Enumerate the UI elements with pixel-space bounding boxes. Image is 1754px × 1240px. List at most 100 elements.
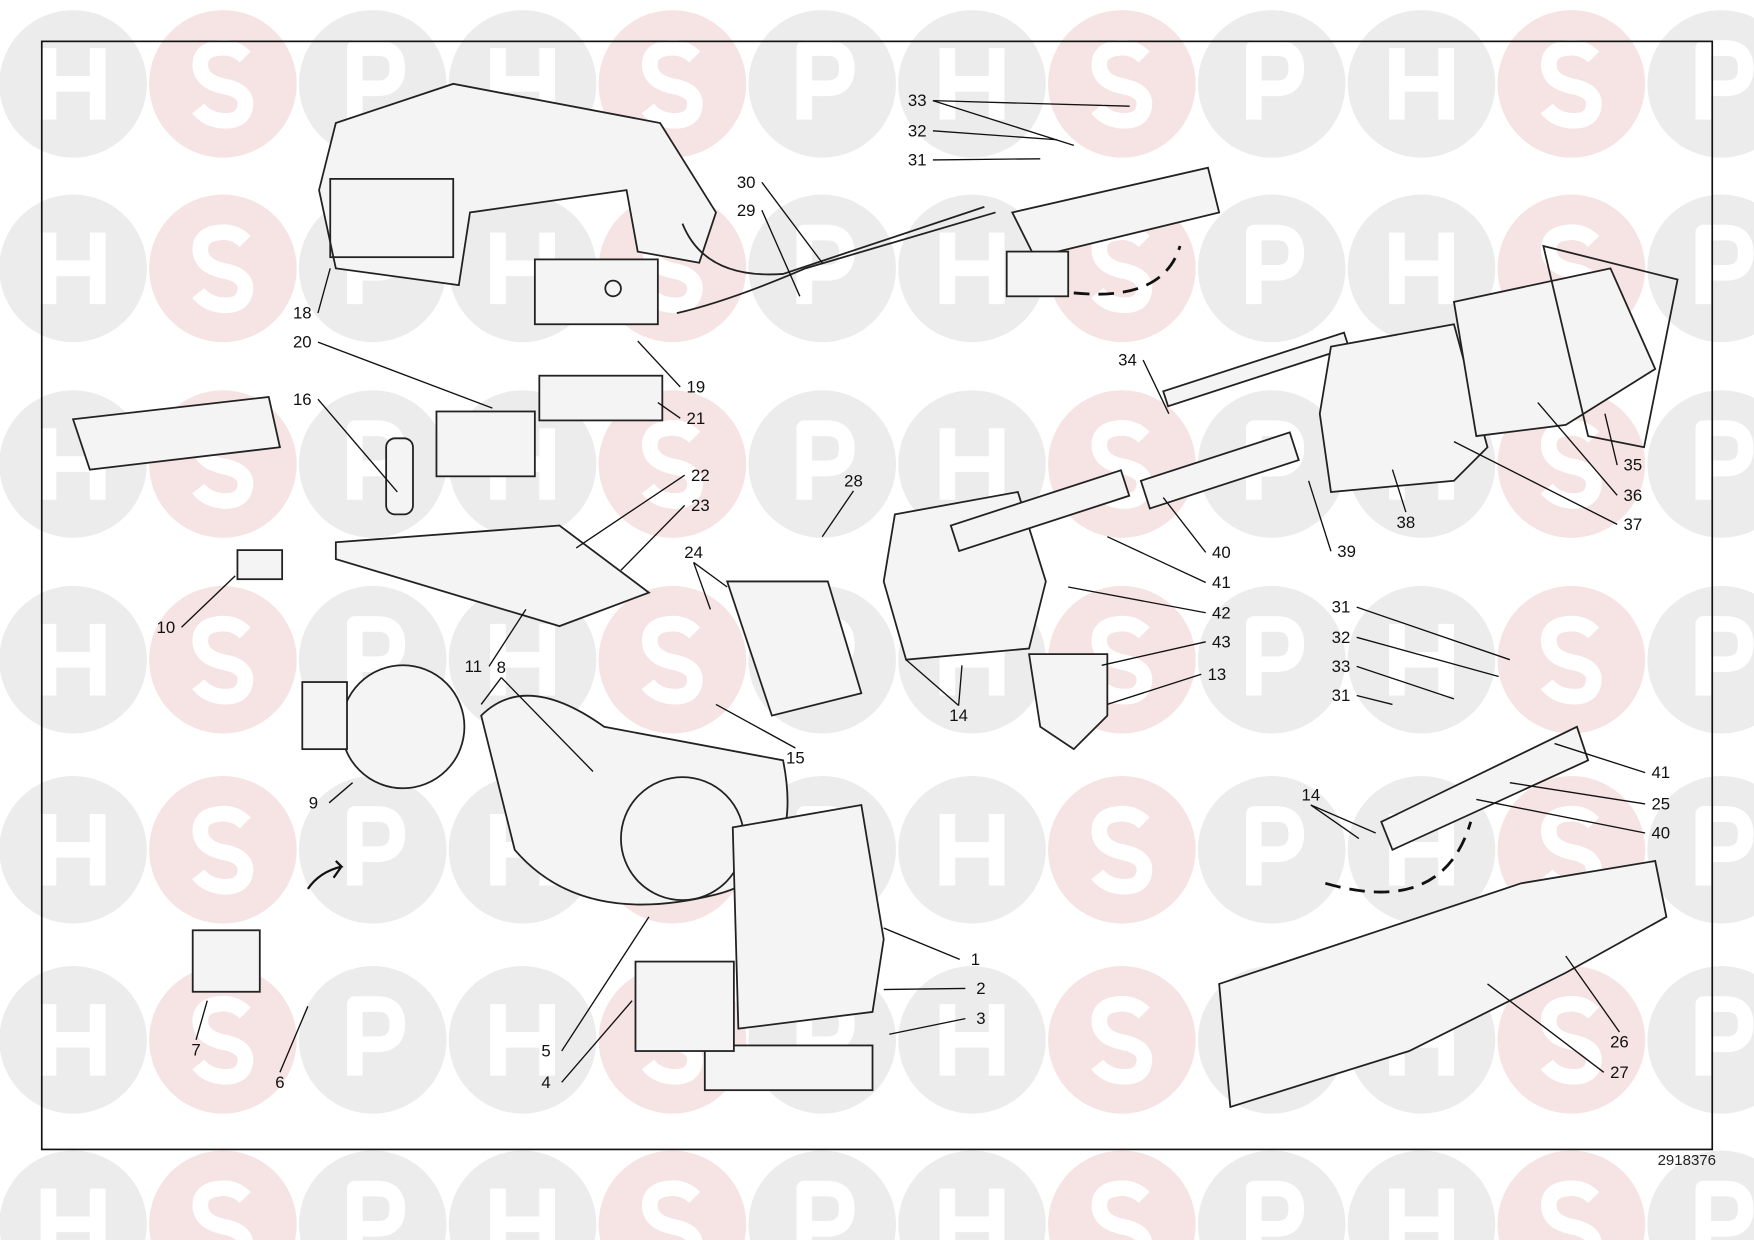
part-number-label[interactable]: 42 xyxy=(1212,603,1231,622)
part-number-label[interactable]: 38 xyxy=(1397,513,1416,532)
part-callout-33[interactable]: 33 xyxy=(908,91,1130,146)
part-number-label[interactable]: 22 xyxy=(691,466,710,485)
part-number-label[interactable]: 41 xyxy=(1651,763,1670,782)
part-callout-35[interactable]: 35 xyxy=(1604,413,1643,475)
part-number-label[interactable]: 33 xyxy=(908,91,927,110)
part-number-label[interactable]: 11 xyxy=(465,657,482,676)
part-number-label[interactable]: 25 xyxy=(1651,795,1670,814)
part-callout-30[interactable]: 30 xyxy=(737,173,823,264)
part-callout-21[interactable]: 21 xyxy=(657,401,706,428)
part-callout-1[interactable]: 1 xyxy=(883,927,980,969)
part-callout-40[interactable]: 40 xyxy=(1476,798,1670,843)
part-number-label[interactable]: 2 xyxy=(976,979,985,998)
part-number-label[interactable]: 5 xyxy=(541,1042,550,1061)
part-number-label[interactable]: 8 xyxy=(497,658,506,677)
part-callout-14[interactable]: 14 xyxy=(905,659,968,725)
part-number-label[interactable]: 40 xyxy=(1651,824,1670,843)
part-number-label[interactable]: 20 xyxy=(293,333,312,352)
part-callout-16[interactable]: 16 xyxy=(293,390,398,493)
part-callout-31[interactable]: 31 xyxy=(908,150,1041,169)
part-number-label[interactable]: 6 xyxy=(275,1073,284,1092)
part-number-label[interactable]: 41 xyxy=(1212,573,1231,592)
part-callout-7[interactable]: 7 xyxy=(191,1000,208,1060)
part-number-label[interactable]: 34 xyxy=(1118,351,1137,370)
part-number-label[interactable]: 16 xyxy=(293,390,312,409)
part-number-label[interactable]: 39 xyxy=(1337,542,1356,561)
part-callout-36[interactable]: 36 xyxy=(1537,402,1643,505)
part-callout-11[interactable]: 11 xyxy=(465,609,527,676)
part-callout-9[interactable]: 9 xyxy=(309,782,354,813)
part-number-label[interactable]: 7 xyxy=(191,1041,200,1060)
part-callout-5[interactable]: 5 xyxy=(541,916,650,1061)
part-number-label[interactable]: 3 xyxy=(976,1009,985,1028)
part-callout-40[interactable]: 40 xyxy=(1162,497,1231,562)
part-callout-32[interactable]: 32 xyxy=(1332,628,1499,678)
part-number-label[interactable]: 9 xyxy=(309,793,318,812)
part-callout-10[interactable]: 10 xyxy=(157,575,236,637)
part-number-label[interactable]: 4 xyxy=(541,1073,550,1092)
part-number-label[interactable]: 27 xyxy=(1610,1063,1629,1082)
part-callout-29[interactable]: 29 xyxy=(737,201,801,297)
part-number-label[interactable]: 10 xyxy=(157,618,176,637)
part-callout-38[interactable]: 38 xyxy=(1391,469,1416,532)
part-callout-6[interactable]: 6 xyxy=(275,1006,309,1092)
part-callout-25[interactable]: 25 xyxy=(1509,782,1670,814)
part-number-label[interactable]: 26 xyxy=(1610,1033,1629,1052)
part-callout-4[interactable]: 4 xyxy=(541,1000,633,1092)
part-callout-37[interactable]: 37 xyxy=(1453,441,1643,534)
part-callout-15[interactable]: 15 xyxy=(715,703,805,768)
part-number-label[interactable]: 37 xyxy=(1624,515,1643,534)
part-callout-19[interactable]: 19 xyxy=(637,340,706,396)
part-callout-31[interactable]: 31 xyxy=(1332,686,1393,706)
part-number-label[interactable]: 1 xyxy=(971,950,980,969)
part-number-label[interactable]: 19 xyxy=(687,377,706,396)
part-callout-22[interactable]: 22 xyxy=(575,466,710,549)
part-callout-2[interactable]: 2 xyxy=(883,979,986,998)
part-callout-42[interactable]: 42 xyxy=(1068,586,1231,622)
part-number-label[interactable]: 32 xyxy=(1332,628,1351,647)
part-callout-14[interactable]: 14 xyxy=(1302,786,1376,840)
part-number-label[interactable]: 40 xyxy=(1212,543,1231,562)
part-number-label[interactable]: 33 xyxy=(1332,657,1351,676)
part-callout-20[interactable]: 20 xyxy=(293,333,493,409)
part-callout-26[interactable]: 26 xyxy=(1565,955,1629,1052)
part-number-label[interactable]: 36 xyxy=(1624,486,1643,505)
part-callout-32[interactable]: 32 xyxy=(908,121,1058,141)
part-callout-3[interactable]: 3 xyxy=(889,1009,986,1035)
part-callout-28[interactable]: 28 xyxy=(821,471,863,538)
drawing-reference-number: 2918376 xyxy=(1657,1152,1716,1169)
part-callout-41[interactable]: 41 xyxy=(1554,742,1671,783)
part-number-label[interactable]: 31 xyxy=(1332,598,1351,617)
part-callout-34[interactable]: 34 xyxy=(1118,351,1170,414)
part-callout-13[interactable]: 13 xyxy=(1107,665,1227,706)
part-number-label[interactable]: 32 xyxy=(908,121,927,140)
watermark-badge xyxy=(0,966,147,1114)
part-callout-33[interactable]: 33 xyxy=(1332,657,1455,700)
part-callout-43[interactable]: 43 xyxy=(1101,632,1231,666)
part-number-label[interactable]: 31 xyxy=(908,150,927,169)
part-callout-39[interactable]: 39 xyxy=(1307,480,1356,561)
part-callout-27[interactable]: 27 xyxy=(1487,983,1629,1082)
part-number-label[interactable]: 43 xyxy=(1212,632,1231,651)
part-number-label[interactable]: 15 xyxy=(786,749,805,768)
part-callout-41[interactable]: 41 xyxy=(1107,536,1231,592)
part-number-label[interactable]: 13 xyxy=(1208,665,1227,684)
part-callout-23[interactable]: 23 xyxy=(620,496,710,571)
nozzle-assembly-right xyxy=(1380,725,1590,851)
part-number-label[interactable]: 14 xyxy=(1302,786,1321,805)
part-number-label[interactable]: 23 xyxy=(691,496,710,515)
part-number-label[interactable]: 31 xyxy=(1332,686,1351,705)
part-callout-18[interactable]: 18 xyxy=(293,268,331,323)
part-callout-31[interactable]: 31 xyxy=(1332,598,1511,661)
part-number-label[interactable]: 29 xyxy=(737,201,756,220)
watermark-badge xyxy=(1647,390,1754,538)
part-callout-24[interactable]: 24 xyxy=(684,543,728,610)
part-callout-8[interactable]: 8 xyxy=(480,658,594,772)
part-number-label[interactable]: 14 xyxy=(949,706,968,725)
part-number-label[interactable]: 24 xyxy=(684,543,703,562)
part-number-label[interactable]: 30 xyxy=(737,173,756,192)
part-number-label[interactable]: 28 xyxy=(844,471,863,490)
part-number-label[interactable]: 21 xyxy=(687,409,706,428)
part-number-label[interactable]: 18 xyxy=(293,304,312,323)
part-number-label[interactable]: 35 xyxy=(1624,456,1643,475)
